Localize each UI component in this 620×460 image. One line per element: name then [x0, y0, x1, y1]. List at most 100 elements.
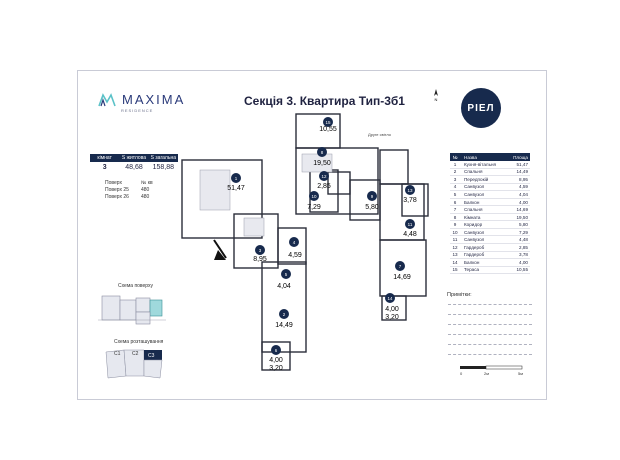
summary-rooms: 3 [102, 163, 107, 171]
summary-header-living: S житлова [121, 155, 147, 161]
room-number: 5 [285, 272, 288, 277]
room-num: 2 [453, 169, 457, 175]
room-area: 14,49 [516, 169, 529, 175]
summary-living: 48,68 [125, 163, 143, 171]
location-scheme: С1 С2 С3 [105, 349, 163, 379]
rooms-table-row: 15 Тераса 10,55 [450, 267, 530, 275]
room-num: 3 [453, 176, 457, 182]
room-name: Тераса [464, 267, 480, 273]
room-marker: 38,95 [253, 245, 267, 263]
floor-scheme [98, 295, 166, 325]
floor-row: Поверх 25 [105, 187, 129, 193]
room-area: 2,85 [317, 183, 331, 190]
maxima-logo-icon [98, 92, 116, 106]
room-name: Кімната [464, 214, 481, 220]
room-num: 13 [452, 252, 458, 258]
room-name: Гардероб [464, 252, 485, 258]
room-area: 19,50 [313, 160, 331, 167]
room-area: 7,29 [519, 229, 528, 235]
floor-scheme-label: Схема поверху [118, 283, 154, 289]
room-num: 4 [453, 184, 457, 190]
room-area: 3,78 [519, 252, 528, 258]
brand-name: MAXIMA [122, 92, 186, 107]
room-num: 6 [453, 199, 457, 205]
rooms-table-row: 4 Санвузол 4,59 [450, 184, 530, 192]
apt-number: 480 [141, 194, 150, 200]
room-marker: 151,47 [227, 173, 245, 192]
room-number: 4 [293, 240, 296, 245]
room-num: 10 [452, 229, 458, 235]
north-arrow-icon: N [432, 88, 440, 104]
section-c3: С3 [148, 353, 155, 359]
room-area-secondary: 3,20 [269, 365, 283, 372]
section-c1: С1 [114, 351, 121, 357]
room-name: Санвузол [464, 229, 485, 235]
floor-row: Поверх 26 [105, 194, 129, 200]
room-number: 8 [321, 150, 324, 155]
room-num: 7 [453, 207, 457, 213]
scale-label: 0 [460, 371, 463, 376]
room-area: 8,95 [519, 176, 528, 182]
room-area: 4,48 [403, 231, 417, 238]
room-num: 15 [452, 267, 458, 273]
floor-plan: Друге світло 151,47 214,49 38,95 44,59 5… [181, 113, 429, 372]
room-number: 12 [321, 174, 327, 179]
note-line [448, 344, 532, 345]
room-name: Балкон [464, 259, 480, 265]
room-num: 5 [453, 191, 457, 197]
rooms-table-row: 10 Санвузол 7,29 [450, 229, 530, 237]
room-area: 4,00 [519, 199, 528, 205]
section-c2: С2 [132, 351, 139, 357]
room-num: 14 [452, 259, 458, 265]
room-marker: 95,80 [365, 191, 379, 211]
room-marker: 714,69 [393, 261, 411, 281]
room-area: 10,55 [516, 267, 529, 273]
room-area: 7,29 [307, 204, 321, 211]
room-number: 9 [371, 194, 374, 199]
room-name: Спальня [464, 169, 483, 175]
room-name: Санвузол [464, 184, 485, 190]
floor-header: Поверх [105, 180, 122, 186]
room-number: 11 [408, 222, 413, 227]
rooms-table-row: 2 Спальня 14,49 [450, 169, 530, 177]
room-marker: 44,59 [288, 237, 302, 259]
room-area: 14,69 [393, 274, 411, 281]
rooms-table-row: 14 Балкон 4,00 [450, 259, 530, 267]
room-name: Санвузол [464, 191, 485, 197]
apartment-summary: кімнат S житлова S загальна 3 48,68 158,… [90, 154, 178, 172]
room-area-secondary: 3,20 [385, 314, 399, 321]
room-name: Балкон [464, 199, 480, 205]
apt-number-header: № кв [141, 180, 153, 186]
scale-label: 5м [518, 371, 523, 376]
scale-label: 2м [484, 371, 489, 376]
room-area: 19,50 [516, 214, 529, 220]
room-num: 8 [453, 214, 457, 220]
summary-total: 158,88 [152, 163, 175, 171]
room-number: 7 [399, 264, 402, 269]
room-name: Санвузол [464, 237, 485, 243]
room-area: 51,47 [516, 161, 529, 167]
room-area: 4,00 [519, 259, 528, 265]
room-name: Передпокій [464, 176, 489, 182]
room-markers: 151,47 214,49 38,95 44,59 54,04 64,003,2… [227, 117, 417, 372]
room-num: 1 [453, 161, 457, 167]
room-marker: 54,04 [277, 269, 291, 290]
room-area: 4,59 [519, 184, 528, 190]
room-area: 5,80 [519, 222, 528, 228]
room-number: 6 [275, 348, 278, 353]
room-area: 4,04 [277, 283, 291, 290]
note-line [448, 324, 532, 325]
rooms-table-row: 8 Кімната 19,50 [450, 214, 530, 222]
room-number: 14 [387, 296, 393, 301]
room-area: 4,00 [385, 306, 399, 313]
room-area: 14,49 [275, 322, 293, 329]
page-title: Секція 3. Квартира Тип-3б1 [244, 94, 405, 108]
